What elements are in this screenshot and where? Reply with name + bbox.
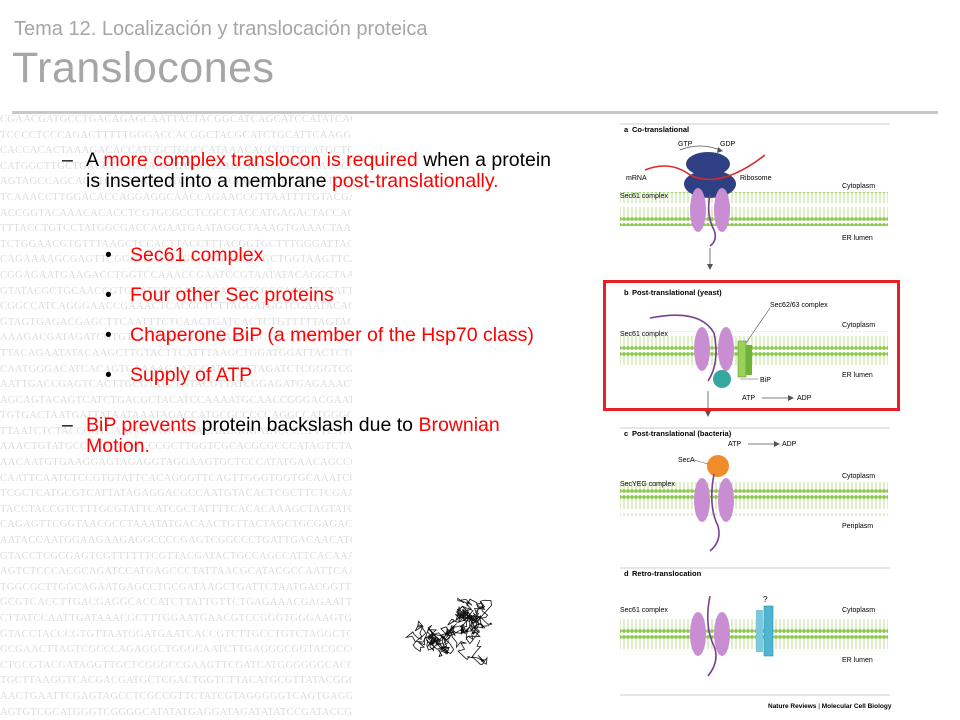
label-secyeg: SecYEG complex xyxy=(620,481,675,488)
translocon-left xyxy=(694,327,710,371)
bip-chaperone xyxy=(713,370,731,388)
label-periplasm: Periplasm xyxy=(842,523,873,530)
label-cytoplasm: Cytoplasm xyxy=(842,473,875,480)
ribosome-small-subunit xyxy=(686,152,730,176)
label-cytoplasm: Cytoplasm xyxy=(842,322,875,329)
bullet-dot: • xyxy=(105,364,112,386)
panel-post-translational-yeast: b Post-translational (yeast) Sec62/63 co… xyxy=(620,288,888,417)
label-bip: BiP xyxy=(760,377,771,384)
slide-title: Translocones xyxy=(12,44,275,92)
panel-label: b xyxy=(624,288,629,297)
unknown-channel xyxy=(763,605,774,657)
translocon-left xyxy=(690,188,706,232)
label-atp: ATP xyxy=(728,441,741,448)
label-cytoplasm: Cytoplasm xyxy=(842,183,875,190)
ribosome-large-subunit xyxy=(684,170,736,198)
highlight-run: more complex translocon is required xyxy=(103,149,418,171)
label-atp: ATP xyxy=(742,395,755,402)
translocation-figure: a Co-translational GTP GDP mRNA Ribosome… xyxy=(620,123,892,710)
label-gdp: GDP xyxy=(720,141,736,148)
highlight-run: BiP prevents xyxy=(86,414,197,436)
bullet-item: • Chaperone BiP (a member of the Hsp70 cl… xyxy=(105,325,560,346)
translocon-left xyxy=(690,612,706,656)
credit-journal: Nature Reviews xyxy=(768,703,817,710)
label-er-lumen: ER lumen xyxy=(842,372,873,379)
panel-title: Retro-translocation xyxy=(632,569,702,578)
label-ribosome: Ribosome xyxy=(740,175,772,182)
bullet-text: Chaperone BiP (a member of the Hsp70 cla… xyxy=(130,324,534,346)
paragraph-bip: – BiP prevents protein backslash due to … xyxy=(62,415,567,457)
panel-label: d xyxy=(624,569,629,578)
bullet-item: • Sec61 complex xyxy=(105,245,560,266)
label-sec62-63: Sec62/63 complex xyxy=(770,302,828,309)
dash-marker: – xyxy=(62,149,73,171)
bullet-item: • Supply of ATP xyxy=(105,365,560,386)
label-er-lumen: ER lumen xyxy=(842,657,873,664)
credit-separator: | xyxy=(816,703,821,710)
text-run: protein backslash due to xyxy=(196,414,419,436)
translocon-right xyxy=(718,327,734,371)
panel-title: Post-translational (bacteria) xyxy=(632,429,732,438)
translocon-left xyxy=(694,478,710,522)
panel-title: Post-translational (yeast) xyxy=(632,288,722,297)
panel-co-translational: a Co-translational GTP GDP mRNA Ribosome… xyxy=(620,123,890,270)
bullet-text: Sec61 complex xyxy=(130,244,264,266)
panel-title: Co-translational xyxy=(632,125,689,134)
bacterial-membrane xyxy=(620,482,888,516)
credit-section: Molecular Cell Biology xyxy=(822,703,892,710)
slide-body: – A more complex translocon is required … xyxy=(62,150,567,457)
label-seca: SecA xyxy=(678,457,695,464)
sec62-63-complex xyxy=(746,345,752,375)
label-er-lumen: ER lumen xyxy=(842,235,873,242)
er-membrane xyxy=(620,331,888,365)
label-sec61: Sec61 complex xyxy=(620,607,668,614)
figure-credit: Nature Reviews | Molecular Cell Biology xyxy=(768,703,892,710)
translocon-right xyxy=(718,478,734,522)
bullet-text: Four other Sec proteins xyxy=(130,284,334,306)
label-adp: ADP xyxy=(797,395,812,402)
title-divider xyxy=(12,111,938,114)
label-cytoplasm: Cytoplasm xyxy=(842,607,875,614)
mrna-strand xyxy=(644,154,766,181)
highlight-run: post-translationally. xyxy=(332,170,499,192)
label-adp: ADP xyxy=(782,441,797,448)
highlight-run: Brownian Motion. xyxy=(86,414,500,457)
unknown-channel xyxy=(756,610,763,652)
bullet-dot: • xyxy=(105,244,112,266)
label-gtp: GTP xyxy=(678,141,693,148)
er-membrane xyxy=(620,192,888,226)
dash-marker: – xyxy=(62,414,73,436)
er-membrane xyxy=(620,616,888,650)
bullet-text: Supply of ATP xyxy=(130,364,253,386)
brownian-motion-path xyxy=(404,597,493,665)
panel-label: c xyxy=(624,429,628,438)
bullet-item: • Four other Sec proteins xyxy=(105,285,560,306)
dna-sequence-background: CGAACGATGCCTGACAGAGCAATTACTACGGCATCAGCAT… xyxy=(0,114,352,718)
paragraph-translocon: – A more complex translocon is required … xyxy=(62,150,567,192)
panel-post-translational-bacteria: c Post-translational (bacteria) ATP ADP … xyxy=(620,427,890,552)
panel-b-highlight-frame xyxy=(603,280,900,411)
label-question: ? xyxy=(763,595,768,604)
panel-retro-translocation: d Retro-translocation ? Sec61 complex Cy… xyxy=(620,567,890,677)
label-sec61: Sec61 complex xyxy=(620,331,668,338)
bullet-dot: • xyxy=(105,284,112,306)
translocon-right xyxy=(714,188,730,232)
text-run: when a protein is inserted into a membra… xyxy=(86,149,552,192)
translocon-right xyxy=(714,612,730,656)
text-run: A xyxy=(86,149,104,171)
slide-subtitle: Tema 12. Localización y translocación pr… xyxy=(14,18,428,40)
label-sec61: Sec61 complex xyxy=(620,193,668,200)
panel-label: a xyxy=(624,125,629,134)
label-mrna: mRNA xyxy=(626,175,647,182)
bullet-dot: • xyxy=(105,324,112,346)
seca-protein xyxy=(707,455,729,477)
bullet-list: •Sec61 complex •Four other Sec proteins … xyxy=(62,245,567,386)
